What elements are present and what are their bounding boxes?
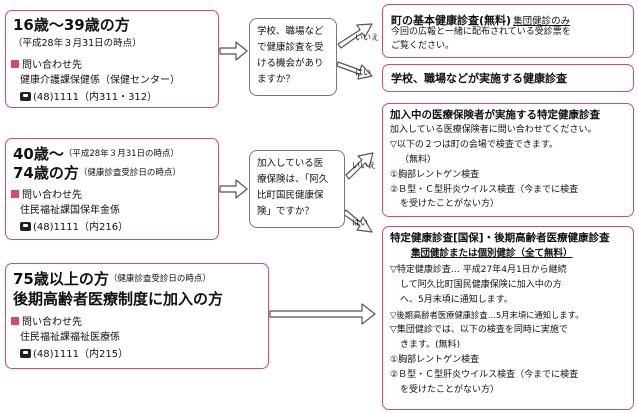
question2-line-3: 比町国民健康保 — [257, 190, 324, 201]
arrow-group3-to-kokuho — [269, 303, 376, 325]
group3-phone: (48)1111（内215） — [20, 349, 128, 360]
group2-phone: (48)1111（内216） — [20, 222, 128, 233]
answer-yes-label-2: はい — [352, 218, 368, 227]
question1-box: 学校、職場など で健康診査を受 ける機会があり ますか？ — [249, 18, 337, 96]
question1-line-1: 学校、職場など — [257, 26, 324, 37]
group2-title-row2: 74歳の方（健康診査受診日の時点） — [13, 164, 181, 182]
result-insurer-title: 加入中の医療保険者が実施する特定健康診査 — [390, 109, 600, 121]
result-kokuho-box: 特定健康診査[国保]・後期高齢者医療健康診査 集団健診または個別健診（全て無料）… — [382, 226, 634, 410]
group3-title-row1: 75歳以上の方（健康診査受診日の時点） — [13, 270, 211, 288]
arrow-q1-yes — [336, 61, 373, 80]
phone-icon — [20, 92, 31, 101]
result-kokuho-line-3: へ、5月末頃に通知します。 — [400, 295, 513, 305]
result-insurer-line-1: 加入している医療保険者に問い合わせてください。 — [390, 125, 597, 135]
square-bullet-icon — [11, 317, 19, 325]
result-insurer-line-3: （無料） — [400, 155, 437, 165]
result-town-line-2: ご覧ください。 — [391, 41, 455, 51]
result-kokuho-line-4: ▽後期高齢者医療健康診査…5月末頃に通知します。 — [390, 310, 584, 320]
arrow-group1-to-q1 — [219, 41, 248, 61]
result-town-line-1: 今回の広報と一緒に配布されている受診票を — [391, 27, 571, 37]
result-kokuho-line-7: ①胸部レントゲン検査 — [390, 355, 480, 365]
group1-department: 健康介護課保健係（保健センター） — [20, 75, 180, 86]
arrow-group2-to-q2 — [219, 179, 248, 199]
arrow-q2-yes — [342, 209, 373, 233]
question1-line-4: ますか？ — [257, 74, 296, 85]
result-insurer-line-2: ▽以下の２つは町の会場で検査できます。 — [390, 140, 559, 150]
result-kokuho-line-1: ▽特定健康診査… 平成27年4月1日から継続 — [390, 265, 567, 275]
group1-date-note: （平成28年３月31日の時点） — [13, 38, 142, 49]
group3-title-row2: 後期高齢者医療制度に加入の方 — [13, 290, 224, 308]
result-school-box: 学校、職場などが実施する健康診査 — [382, 64, 634, 92]
question2-line-1: 加入している医 — [257, 158, 324, 169]
question2-line-4: 険」ですか？ — [257, 206, 315, 217]
group1-contact-label: 問い合わせ先 — [11, 60, 82, 71]
result-insurer-box: 加入中の医療保険者が実施する特定健康診査 加入している医療保険者に問い合わせてく… — [382, 103, 634, 217]
arrow-q1-no — [337, 23, 373, 49]
group3-box: 75歳以上の方（健康診査受診日の時点） 後期高齢者医療制度に加入の方 問い合わせ… — [5, 263, 269, 369]
question2-box: 加入している医 療保険は、「阿久 比町国民健康保 険」ですか？ — [249, 150, 345, 228]
group2-title-row1: 40歳～（平成28年３月31日の時点） — [13, 145, 180, 163]
answer-no-label-2: いいえ — [352, 161, 376, 170]
result-kokuho-line-8: ②Ｂ型・Ｃ型肝炎ウイルス検査（今までに検査 — [390, 370, 579, 380]
result-kokuho-line-6: きます。(無料) — [400, 340, 461, 350]
answer-no-label-1: いいえ — [355, 33, 379, 42]
result-town-title-row: 町の基本健康診査(無料)集団健診のみ — [391, 14, 571, 27]
group2-box: 40歳～（平成28年３月31日の時点） 74歳の方（健康診査受診日の時点） 問い… — [5, 138, 219, 240]
question1-line-3: ける機会があり — [257, 58, 324, 69]
answer-yes-label-1: はい — [355, 68, 371, 77]
phone-icon — [20, 349, 31, 358]
group3-department: 住民福祉課福祉医療係 — [20, 332, 120, 343]
question2-line-2: 療保険は、「阿久 — [257, 174, 329, 185]
group2-contact-label: 問い合わせ先 — [11, 190, 82, 201]
result-kokuho-line-5: ▽集団健診では、以下の検査を同時に実施で — [390, 325, 568, 335]
group1-box: 16歳～39歳の方 （平成28年３月31日の時点） 問い合わせ先 健康介護課保健… — [5, 10, 219, 108]
result-kokuho-line-2: して阿久比町国民健康保険に加入中の方 — [400, 280, 562, 290]
result-kokuho-line-9: を受けたことがない方） — [400, 385, 500, 395]
group1-phone: (48)1111（内311・312） — [20, 92, 157, 103]
group1-title: 16歳～39歳の方 — [13, 16, 130, 34]
question1-line-2: で健康診査を受 — [257, 42, 324, 53]
result-town-box: 町の基本健康診査(無料)集団健診のみ 今回の広報と一緒に配布されている受診票を … — [382, 4, 634, 58]
square-bullet-icon — [11, 60, 19, 68]
arrow-q2-no — [345, 152, 374, 180]
phone-icon — [20, 222, 31, 231]
group3-contact-label: 問い合わせ先 — [11, 317, 82, 328]
result-kokuho-title: 特定健康診査[国保]・後期高齢者医療健康診査 — [390, 232, 610, 244]
result-kokuho-subtitle: 集団健診または個別健診（全て無料） — [411, 248, 573, 259]
result-school-title: 学校、職場などが実施する健康診査 — [391, 72, 567, 85]
result-insurer-line-4: ①胸部レントゲン検査 — [390, 170, 480, 180]
group2-department: 住民福祉課国保年金係 — [20, 205, 120, 216]
square-bullet-icon — [11, 190, 19, 198]
result-insurer-line-5: ②Ｂ型・Ｃ型肝炎ウイルス検査（今までに検査 — [390, 185, 579, 195]
result-town-tag: 集団健診のみ — [513, 16, 571, 27]
result-insurer-line-6: を受けたことがない方） — [400, 199, 500, 209]
